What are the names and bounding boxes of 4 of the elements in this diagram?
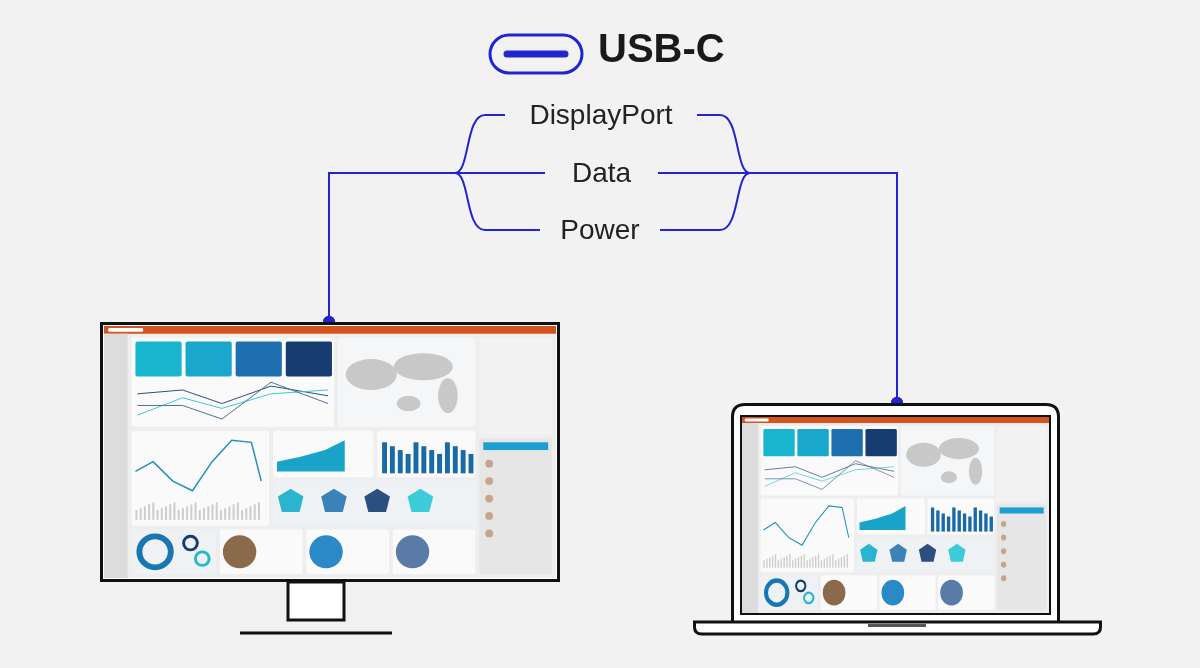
signal-label: Data [571, 159, 632, 187]
title: USB-C [598, 28, 725, 68]
signal-label: DisplayPort [529, 101, 673, 129]
signal-label: Power [560, 216, 640, 244]
